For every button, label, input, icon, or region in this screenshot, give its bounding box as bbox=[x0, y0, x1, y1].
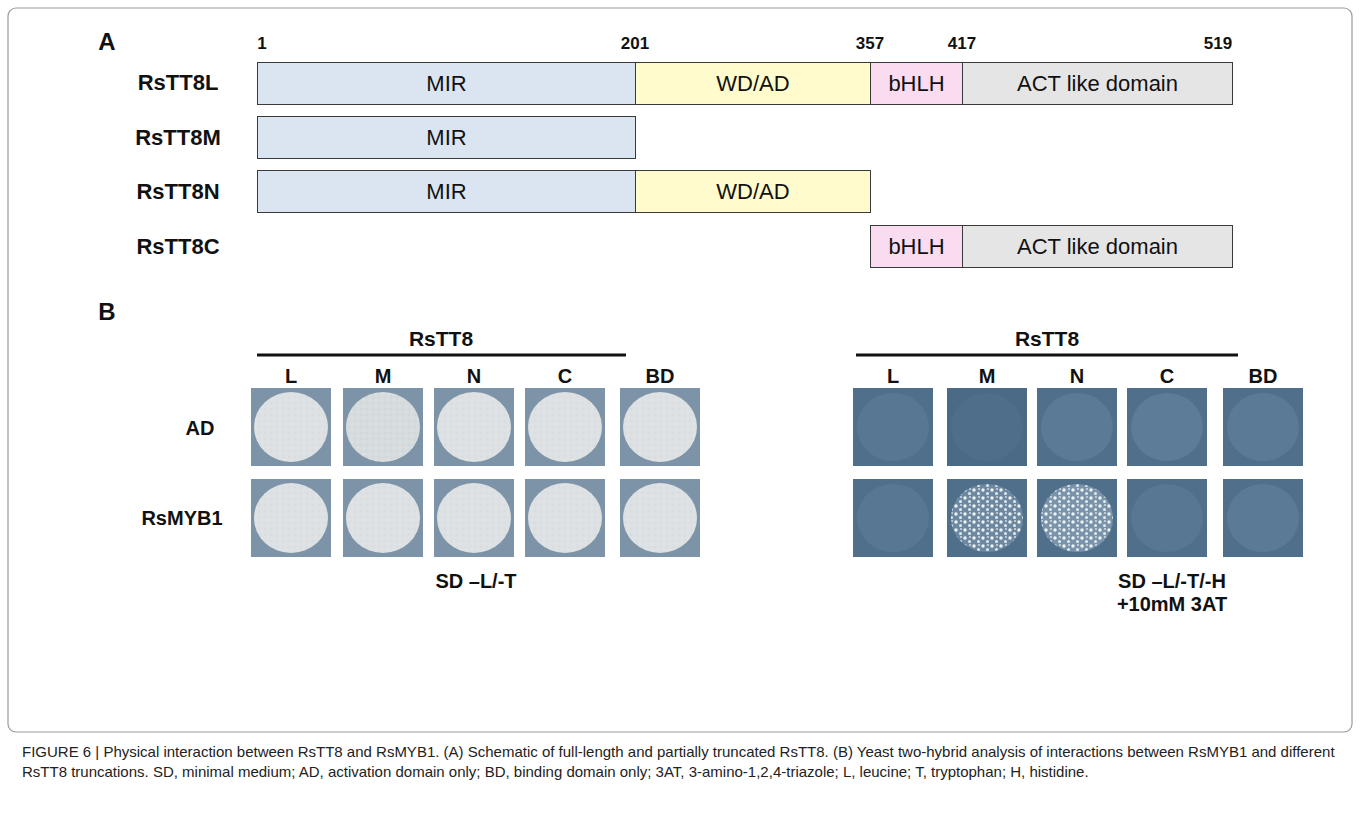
group-header: RsTT8 bbox=[1015, 327, 1079, 351]
domain-name: WD/AD bbox=[716, 71, 789, 97]
group-bar bbox=[856, 354, 1238, 357]
construct-name: RsTT8M bbox=[135, 125, 221, 150]
domain-box: MIR bbox=[257, 170, 636, 213]
plate-spot bbox=[434, 388, 514, 466]
residue-number: 201 bbox=[621, 34, 649, 54]
panel-letter: A bbox=[98, 28, 115, 56]
row-label: RsMYB1 bbox=[141, 507, 222, 530]
plate-spot bbox=[343, 388, 423, 466]
column-label: M bbox=[979, 365, 996, 388]
domain-box: MIR bbox=[257, 116, 636, 159]
column-label: L bbox=[887, 365, 899, 388]
medium-label: SD –L/-T/-H +10mM 3AT bbox=[1092, 570, 1252, 616]
plate-spot-growth bbox=[947, 479, 1027, 557]
plate-spot bbox=[1127, 479, 1207, 557]
row-label: AD bbox=[186, 417, 215, 440]
yeast-plates-left bbox=[251, 388, 700, 557]
group-bar bbox=[257, 354, 626, 357]
column-label: C bbox=[1160, 365, 1174, 388]
construct-name: RsTT8L bbox=[138, 70, 219, 95]
residue-number: 1 bbox=[257, 34, 266, 54]
plate-spot bbox=[1223, 479, 1303, 557]
plate-spot bbox=[853, 479, 933, 557]
plate-spot bbox=[251, 388, 331, 466]
construct-name: RsTT8N bbox=[136, 179, 219, 204]
plate-spot bbox=[620, 479, 700, 557]
column-label: N bbox=[1070, 365, 1084, 388]
plate-spot bbox=[1223, 388, 1303, 466]
domain-name: ACT like domain bbox=[1017, 71, 1178, 97]
plate-spot bbox=[947, 388, 1027, 466]
column-label: L bbox=[285, 365, 297, 388]
domain-name: ACT like domain bbox=[1017, 234, 1178, 260]
medium-label: SD –L/-T bbox=[435, 570, 516, 593]
panel-letter: B bbox=[98, 298, 115, 326]
residue-number: 417 bbox=[948, 34, 976, 54]
column-label: BD bbox=[646, 365, 675, 388]
domain-name: WD/AD bbox=[716, 179, 789, 205]
domain-box: WD/AD bbox=[635, 62, 871, 105]
yeast-plates-right bbox=[853, 388, 1303, 557]
plate-spot bbox=[620, 388, 700, 466]
column-label: N bbox=[467, 365, 481, 388]
domain-name: MIR bbox=[426, 179, 466, 205]
plate-spot bbox=[525, 388, 605, 466]
residue-number: 357 bbox=[856, 34, 884, 54]
plate-spot-growth bbox=[1037, 479, 1117, 557]
domain-name: bHLH bbox=[888, 71, 944, 97]
domain-box: WD/AD bbox=[635, 170, 871, 213]
domain-name: bHLH bbox=[888, 234, 944, 260]
group-header: RsTT8 bbox=[409, 327, 473, 351]
column-label: M bbox=[375, 365, 392, 388]
column-label: BD bbox=[1249, 365, 1278, 388]
plate-spot bbox=[853, 388, 933, 466]
plate-spot bbox=[525, 479, 605, 557]
figure-frame bbox=[8, 8, 1352, 732]
plate-spot bbox=[343, 479, 423, 557]
plate-spot bbox=[1037, 388, 1117, 466]
domain-box: MIR bbox=[257, 62, 636, 105]
domain-box: ACT like domain bbox=[962, 62, 1233, 105]
domain-box: bHLH bbox=[870, 62, 963, 105]
column-label: C bbox=[558, 365, 572, 388]
construct-name: RsTT8C bbox=[136, 234, 219, 259]
domain-box: ACT like domain bbox=[962, 225, 1233, 268]
plate-spot bbox=[434, 479, 514, 557]
domain-name: MIR bbox=[426, 71, 466, 97]
plate-spot bbox=[1127, 388, 1207, 466]
residue-number: 519 bbox=[1204, 34, 1232, 54]
domain-box: bHLH bbox=[870, 225, 963, 268]
figure-caption: FIGURE 6 | Physical interaction between … bbox=[22, 742, 1338, 782]
plate-spot bbox=[251, 479, 331, 557]
domain-name: MIR bbox=[426, 125, 466, 151]
